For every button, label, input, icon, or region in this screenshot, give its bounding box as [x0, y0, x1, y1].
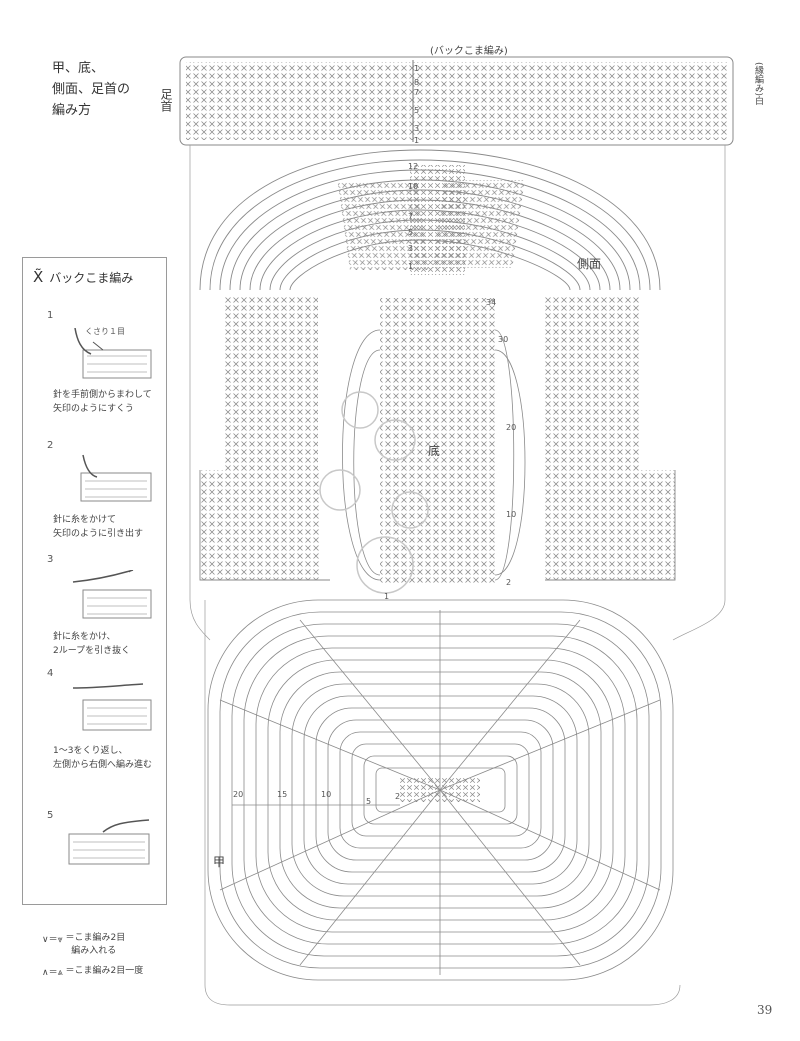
step-illustration: [80, 454, 152, 502]
legend-symbol: ∨＝⩔: [42, 935, 63, 945]
row-number: 5: [366, 797, 372, 806]
step-number: 2: [47, 440, 54, 451]
instep: [207, 599, 674, 981]
step-illustration: [68, 819, 150, 865]
row-number: 10: [408, 182, 419, 191]
row-number: 7: [408, 212, 414, 221]
back-stitch-top-label: (バックこま編み): [430, 46, 508, 57]
row-number: 2: [506, 578, 512, 587]
row-number: 10: [321, 790, 332, 799]
ankle-label: 足首: [159, 88, 173, 112]
howto-title: X̃ バックこま編み: [33, 268, 133, 286]
sole-label: 底: [428, 444, 441, 458]
step-caption: 針を手前側からまわして 矢印のようにすくう: [53, 390, 152, 414]
row-number: 5: [414, 106, 420, 115]
step-illustration: [74, 328, 152, 379]
step-caption: 針に糸をかけて 矢印のように引き出す: [53, 515, 144, 539]
sole: [319, 298, 526, 594]
row-number: 8: [414, 78, 420, 87]
back-stitch-symbol: X̃: [33, 268, 44, 286]
title-line-2: 側面、足首の: [52, 82, 131, 97]
row-number: 1: [408, 262, 414, 271]
row-number: 1: [414, 64, 420, 73]
row-number: 10: [506, 510, 517, 519]
edge-label: (縁編み)白: [753, 62, 763, 106]
row-number: 5: [408, 228, 414, 237]
step-caption: 針に糸をかけ、 2ループを引き抜く: [53, 632, 131, 656]
howto-panel: X̃バックこま編み 1 くさり１目 針を手前側からまわして 矢印のようにすくう …: [22, 257, 167, 905]
connector-lines: [189, 145, 726, 1006]
step-note: くさり１目: [85, 327, 125, 336]
step-number: 1: [47, 310, 54, 321]
legend-item-increase: ∨＝⩔ ＝こま編み2目 編み入れる: [42, 932, 125, 958]
side-panel: [199, 149, 661, 291]
legend-symbol: ∧＝⩓: [42, 968, 63, 978]
page-title: 甲、底、 側面、足首の 編み方: [52, 58, 130, 121]
row-number: 7: [414, 88, 420, 97]
title-line-1: 甲、底、: [52, 61, 105, 76]
step-number: 4: [47, 668, 54, 679]
page-number: 39: [757, 1003, 773, 1017]
howto-title-text: バックこま編み: [49, 271, 134, 285]
row-number: 1: [384, 592, 390, 601]
step-caption: 1〜3をくり返し、 左側から右側へ編み進む: [53, 746, 153, 770]
yarn-watermark: [319, 391, 429, 594]
title-line-3: 編み方: [52, 103, 92, 118]
step-illustration: [72, 683, 152, 731]
row-number: 3: [408, 244, 414, 253]
legend-text: ＝こま編み2目 編み入れる: [65, 933, 126, 956]
row-number: 34: [486, 298, 497, 307]
row-number: 12: [408, 162, 419, 171]
row-number: 30: [498, 335, 509, 344]
legend-item-decrease: ∧＝⩓ ＝こま編み2目一度: [42, 965, 143, 978]
step-number: 3: [47, 554, 54, 565]
row-number: 15: [277, 790, 288, 799]
side-label: 側面: [577, 257, 602, 271]
side-blocks: [199, 295, 676, 581]
step-illustration: [72, 570, 152, 619]
instep-label: 甲: [213, 855, 226, 869]
row-number: 2: [395, 792, 401, 801]
legend-text: ＝こま編み2目一度: [65, 966, 144, 976]
row-number: 3: [414, 124, 420, 133]
row-number: 20: [233, 790, 244, 799]
step-number: 5: [47, 810, 54, 821]
ankle-band: [179, 56, 734, 146]
row-number: 1: [414, 136, 420, 145]
row-number: 20: [506, 423, 517, 432]
